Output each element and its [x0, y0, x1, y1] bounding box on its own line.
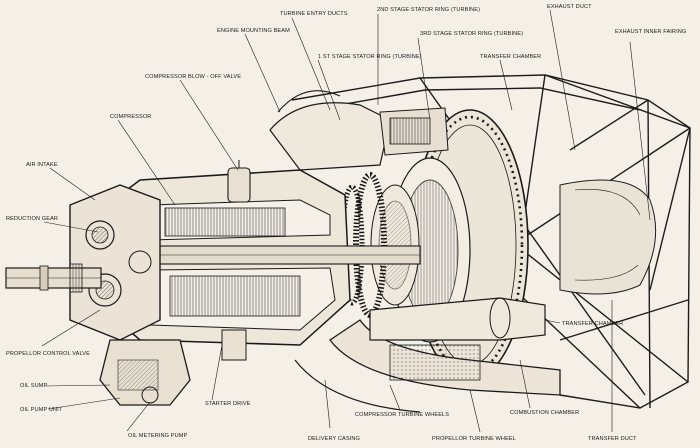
label-second-stage-stator: 2ND STAGE STATOR RING (TURBINE): [377, 7, 480, 13]
label-combustion-chamber: COMBUSTION CHAMBER: [510, 410, 579, 416]
turbine-entry-ducts: [269, 90, 449, 171]
label-exhaust-duct: EXHAUST DUCT: [547, 4, 592, 10]
label-compressor: COMPRESSOR: [110, 114, 151, 120]
exhaust-inner-fairing: [559, 179, 657, 295]
callout-labels: TURBINE ENTRY DUCTS 2ND STAGE STATOR RIN…: [6, 4, 686, 442]
label-starter-drive: STARTER DRIVE: [205, 401, 251, 407]
label-propeller-control-valve: PROPELLOR CONTROL VALVE: [6, 351, 90, 357]
leader-lines: [41, 9, 651, 433]
label-propeller-turbine-wheel: PROPELLOR TURBINE WHEEL: [432, 436, 516, 442]
compressor-blow-off-valve: [227, 160, 251, 203]
label-delivery-casing: DELIVERY CASING: [308, 436, 360, 442]
propeller-shaft: [5, 263, 102, 293]
label-transfer-chamber-right: TRANSFER CHAMBER: [562, 321, 623, 327]
label-oil-sump: OIL SUMP: [20, 383, 47, 389]
oil-pump-assembly: [99, 329, 247, 406]
label-first-stage-stator: 1 ST STAGE STATOR RING (TURBINE): [318, 54, 422, 60]
label-oil-pump-unit: OIL PUMP UNIT: [20, 407, 63, 413]
label-turbine-entry-ducts: TURBINE ENTRY DUCTS: [280, 11, 348, 17]
label-air-intake: AIR INTAKE: [26, 162, 58, 168]
label-engine-mounting-beam: ENGINE MOUNTING BEAM: [217, 28, 290, 34]
label-compressor-blow-off-valve: COMPRESSOR BLOW - OFF VALVE: [145, 74, 241, 80]
label-compressor-turbine-wheels: COMPRESSOR TURBINE WHEELS: [355, 412, 449, 418]
reduction-gear-housing: [69, 184, 161, 341]
label-oil-metering-pump: OIL METERING PUMP: [128, 433, 187, 439]
label-transfer-duct: TRANSFER DUCT: [588, 436, 637, 442]
label-transfer-chamber-top: TRANSFER CHAMBER: [480, 54, 541, 60]
label-exhaust-inner-fairing: EXHAUST INNER FAIRING: [615, 29, 686, 35]
combustion-chambers: [294, 297, 561, 413]
label-reduction-gear: REDUCTION GEAR: [6, 216, 58, 222]
label-third-stage-stator: 3RD STAGE STATOR RING (TURBINE): [420, 31, 523, 37]
compressor-casing: [99, 169, 421, 346]
